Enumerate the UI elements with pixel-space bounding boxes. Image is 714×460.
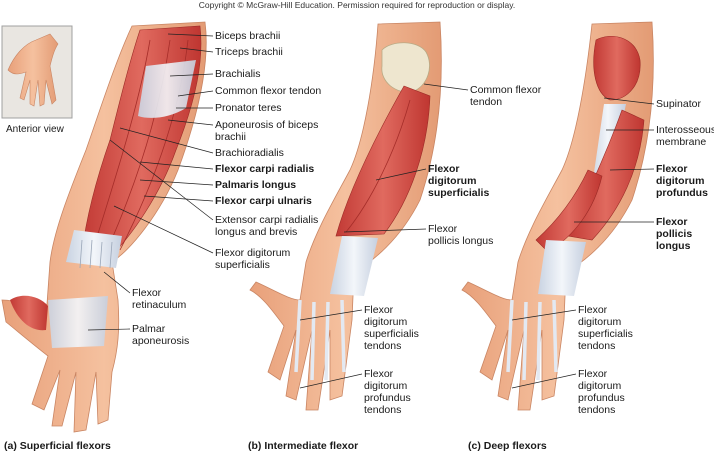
anatomy-label: Triceps brachii [215, 46, 283, 58]
anatomy-label: Pronator teres [215, 102, 282, 114]
anatomy-label: Interosseous membrane [656, 124, 714, 148]
inset-caption: Anterior view [6, 124, 64, 135]
inset-anterior-view [1, 25, 73, 119]
leader-line [167, 119, 214, 126]
leader-line [511, 309, 577, 321]
leader-line [423, 83, 469, 91]
leader-line [511, 373, 577, 389]
leader-line [169, 73, 214, 77]
leader-line [139, 161, 214, 170]
leader-line [179, 47, 214, 53]
anatomy-label: Flexor retinaculum [132, 287, 187, 311]
leader-line [609, 168, 655, 171]
anatomy-label: Biceps brachii [215, 30, 281, 42]
leader-line [109, 139, 214, 221]
leader-line [299, 373, 363, 389]
leader-line [139, 179, 214, 186]
leader-line [87, 328, 131, 331]
anatomy-label: Flexor digitorum superficialis [215, 247, 291, 271]
anatomy-label: Flexor pollicis longus [656, 216, 693, 252]
panel-b-illustration [249, 21, 442, 411]
copyright-notice: Copyright © McGraw-Hill Education. Permi… [198, 0, 516, 10]
anatomy-label: Palmaris longus [215, 179, 297, 191]
anatomy-label: Supinator [656, 98, 701, 110]
leader-line [343, 228, 427, 233]
anatomy-label: Brachioradialis [215, 147, 284, 159]
panel-c-illustration [461, 21, 654, 411]
leader-lines [87, 33, 655, 389]
anatomy-label: Common flexor tendon [215, 85, 322, 97]
panel-caption: (c) Deep flexors [468, 440, 547, 452]
anatomy-label: Flexor digitorum profundus tendons [578, 368, 625, 416]
panel-caption: (b) Intermediate flexor [248, 440, 359, 452]
anatomy-label: Aponeurosis of biceps brachii [215, 119, 319, 143]
anatomy-label: Brachialis [215, 68, 261, 80]
anatomy-label: Flexor carpi ulnaris [215, 195, 312, 207]
anatomy-label: Flexor carpi radialis [215, 163, 315, 175]
leader-line [299, 309, 363, 321]
anatomy-label: Flexor digitorum profundus [656, 163, 708, 199]
leader-line [103, 271, 131, 294]
anatomy-label: Flexor digitorum superficialis [428, 163, 490, 199]
leader-line [167, 33, 214, 37]
anatomy-label: Flexor pollicis longus [428, 223, 494, 247]
leader-line [113, 205, 214, 254]
leader-line [375, 168, 427, 181]
anatomy-label: Common flexor tendon [470, 84, 542, 108]
panel-a-illustration [1, 21, 207, 433]
leader-line [603, 97, 655, 105]
leader-line [143, 195, 214, 202]
anatomy-label: Flexor digitorum superficialis tendons [578, 304, 633, 352]
leader-line [177, 90, 214, 97]
anatomy-label: Extensor carpi radialis longus and brevi… [215, 214, 319, 238]
leader-line [119, 127, 214, 154]
panel-caption: (a) Superficial flexors [4, 440, 111, 452]
anatomy-label: Flexor digitorum profundus tendons [364, 368, 411, 416]
anatomy-label: Palmar aponeurosis [132, 323, 190, 347]
anatomy-label: Flexor digitorum superficialis tendons [364, 304, 419, 352]
